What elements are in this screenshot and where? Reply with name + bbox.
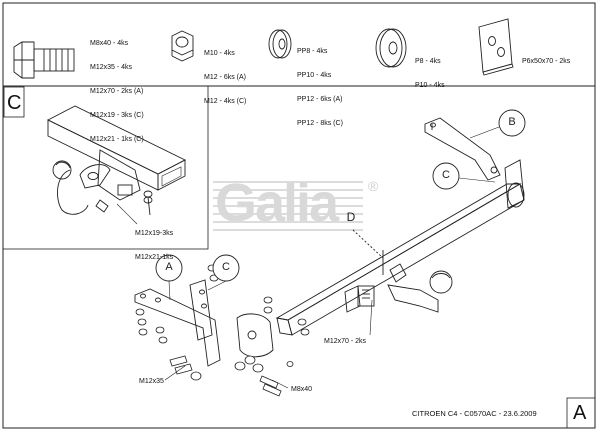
callout-d: D bbox=[346, 210, 356, 224]
detail-letter: C bbox=[7, 92, 22, 114]
flat-washer-spec-line: P8 - 4ks bbox=[415, 58, 441, 65]
detail-labels: M12x19-3ks M12x21-1ks bbox=[135, 214, 173, 270]
loose-fasteners bbox=[135, 264, 310, 397]
bolt-spec-line: M12x19 - 3ks (C) bbox=[90, 112, 144, 119]
corner-letter: A bbox=[573, 402, 587, 424]
detail-box bbox=[2, 85, 209, 250]
washer-spec-line: PP12 - 6ks (A) bbox=[297, 96, 343, 103]
footer-title: CITROEN C4 - C0570AC - 23.6.2009 bbox=[412, 409, 537, 418]
washer-icon bbox=[268, 29, 292, 59]
callout-circles bbox=[155, 109, 526, 282]
detail-letter-box bbox=[3, 86, 25, 118]
m12x70-label: M12x70 - 2ks bbox=[324, 338, 367, 345]
flat-washer-spec: P8 - 4ks P10 - 4ks bbox=[415, 42, 445, 98]
plate-spec-line: P6x50x70 - 2ks bbox=[522, 58, 571, 65]
flat-washer-spec-line: P10 - 4ks bbox=[415, 82, 445, 89]
corner-letter-box bbox=[566, 397, 596, 429]
bracket-a bbox=[134, 279, 274, 367]
nut-spec-line: M12 - 4ks (C) bbox=[204, 98, 247, 105]
bracket-b bbox=[424, 117, 501, 181]
detail-c-drawing bbox=[47, 105, 186, 216]
ball-hitch bbox=[344, 229, 453, 313]
m12x35-label: M12x35 bbox=[139, 378, 164, 385]
callout-c-left: C bbox=[222, 261, 230, 273]
plate-spec: P6x50x70 - 2ks bbox=[522, 42, 570, 74]
washer-spec-line: PP12 - 8ks (C) bbox=[297, 120, 343, 127]
nut-icon bbox=[171, 30, 194, 62]
bolt-spec-line: M8x40 - 4ks bbox=[90, 40, 129, 47]
leader-lines bbox=[116, 126, 500, 389]
bolt-spec-line: M12x35 - 4ks bbox=[90, 64, 133, 71]
nut-spec: M10 - 4ks M12 - 6ks (A) M12 - 4ks (C) bbox=[204, 34, 246, 114]
logo-stripes bbox=[213, 181, 363, 231]
washer-spec-line: PP8 - 4ks bbox=[297, 48, 328, 55]
flat-washer-icon bbox=[375, 28, 407, 68]
callout-b: B bbox=[508, 116, 516, 128]
nut-spec-line: M12 - 6ks (A) bbox=[204, 74, 247, 81]
bolt-spec-line: M12x21 - 1ks (C) bbox=[90, 136, 144, 143]
washer-spec: PP8 - 4ks PP10 - 4ks PP12 - 6ks (A) PP12… bbox=[297, 32, 343, 136]
detail-label: M12x19-3ks bbox=[135, 230, 174, 237]
galia-logo: Galia bbox=[215, 173, 339, 233]
bolt-icon bbox=[13, 41, 75, 79]
plate-icon bbox=[478, 18, 514, 76]
callout-a: A bbox=[165, 261, 173, 273]
registered-mark: ® bbox=[368, 178, 379, 194]
m8x40-label: M8x40 bbox=[291, 386, 313, 393]
bolt-spec-line: M12x70 - 2ks (A) bbox=[90, 88, 144, 95]
towbar-beam bbox=[275, 159, 525, 336]
bolt-spec: M8x40 - 4ks M12x35 - 4ks M12x70 - 2ks (A… bbox=[90, 24, 144, 152]
washer-spec-line: PP10 - 4ks bbox=[297, 72, 332, 79]
detail-label: M12x21-1ks bbox=[135, 254, 174, 261]
nut-spec-line: M10 - 4ks bbox=[204, 50, 235, 57]
callout-c-top: C bbox=[442, 169, 450, 181]
